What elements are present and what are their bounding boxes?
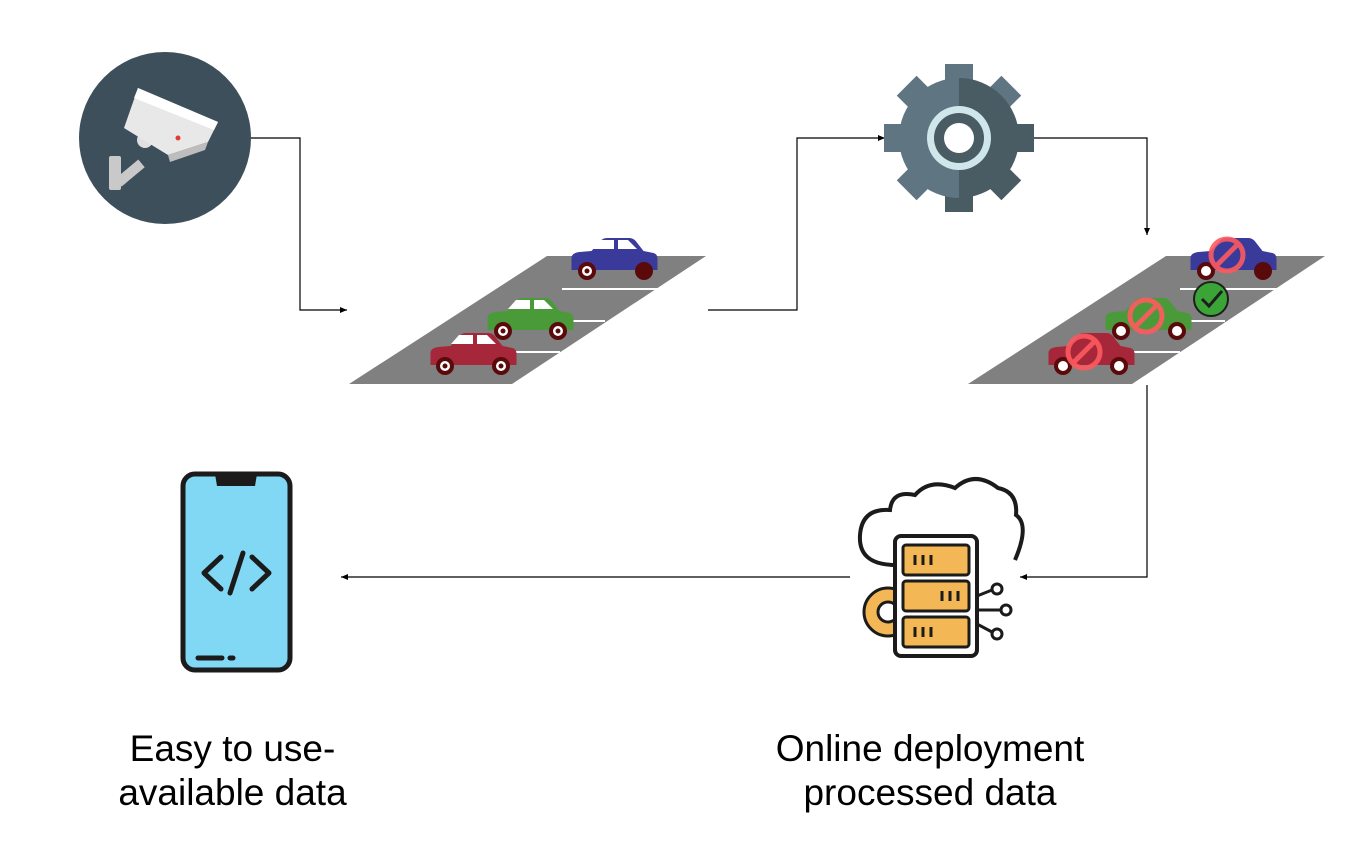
edge-camera-to-parking — [250, 137, 347, 313]
available-check-icon — [1193, 281, 1229, 317]
gear-icon — [884, 64, 1034, 212]
code-brackets-icon — [201, 550, 272, 596]
cloud-server-icon — [857, 477, 1025, 658]
edge-parking-status-to-server — [1020, 385, 1148, 580]
parking-lot-status-icon — [968, 236, 1325, 384]
caption-online-deployment: Online deployment processed data — [740, 727, 1120, 815]
caption-right-line1: Online deployment — [775, 728, 1085, 769]
cctv-camera-icon — [79, 52, 251, 224]
no-parking-icon — [1065, 236, 1246, 371]
caption-left-line1: Easy to use- — [129, 728, 336, 769]
connectors — [250, 135, 1150, 580]
parking-lot-icon — [349, 238, 706, 384]
smartphone-code-icon — [180, 471, 293, 673]
car-red-occupied — [1048, 333, 1135, 375]
car-green — [487, 298, 574, 340]
car-blue-occupied — [1190, 238, 1277, 280]
car-green-occupied — [1105, 298, 1192, 340]
edge-parking-to-gear — [708, 135, 885, 311]
car-blue — [571, 238, 658, 280]
edge-gear-to-parking-status — [1032, 137, 1150, 235]
car-red — [430, 333, 517, 375]
caption-left-line2: available data — [118, 772, 347, 813]
caption-right-line2: processed data — [803, 772, 1057, 813]
caption-available-data: Easy to use- available data — [60, 727, 405, 815]
